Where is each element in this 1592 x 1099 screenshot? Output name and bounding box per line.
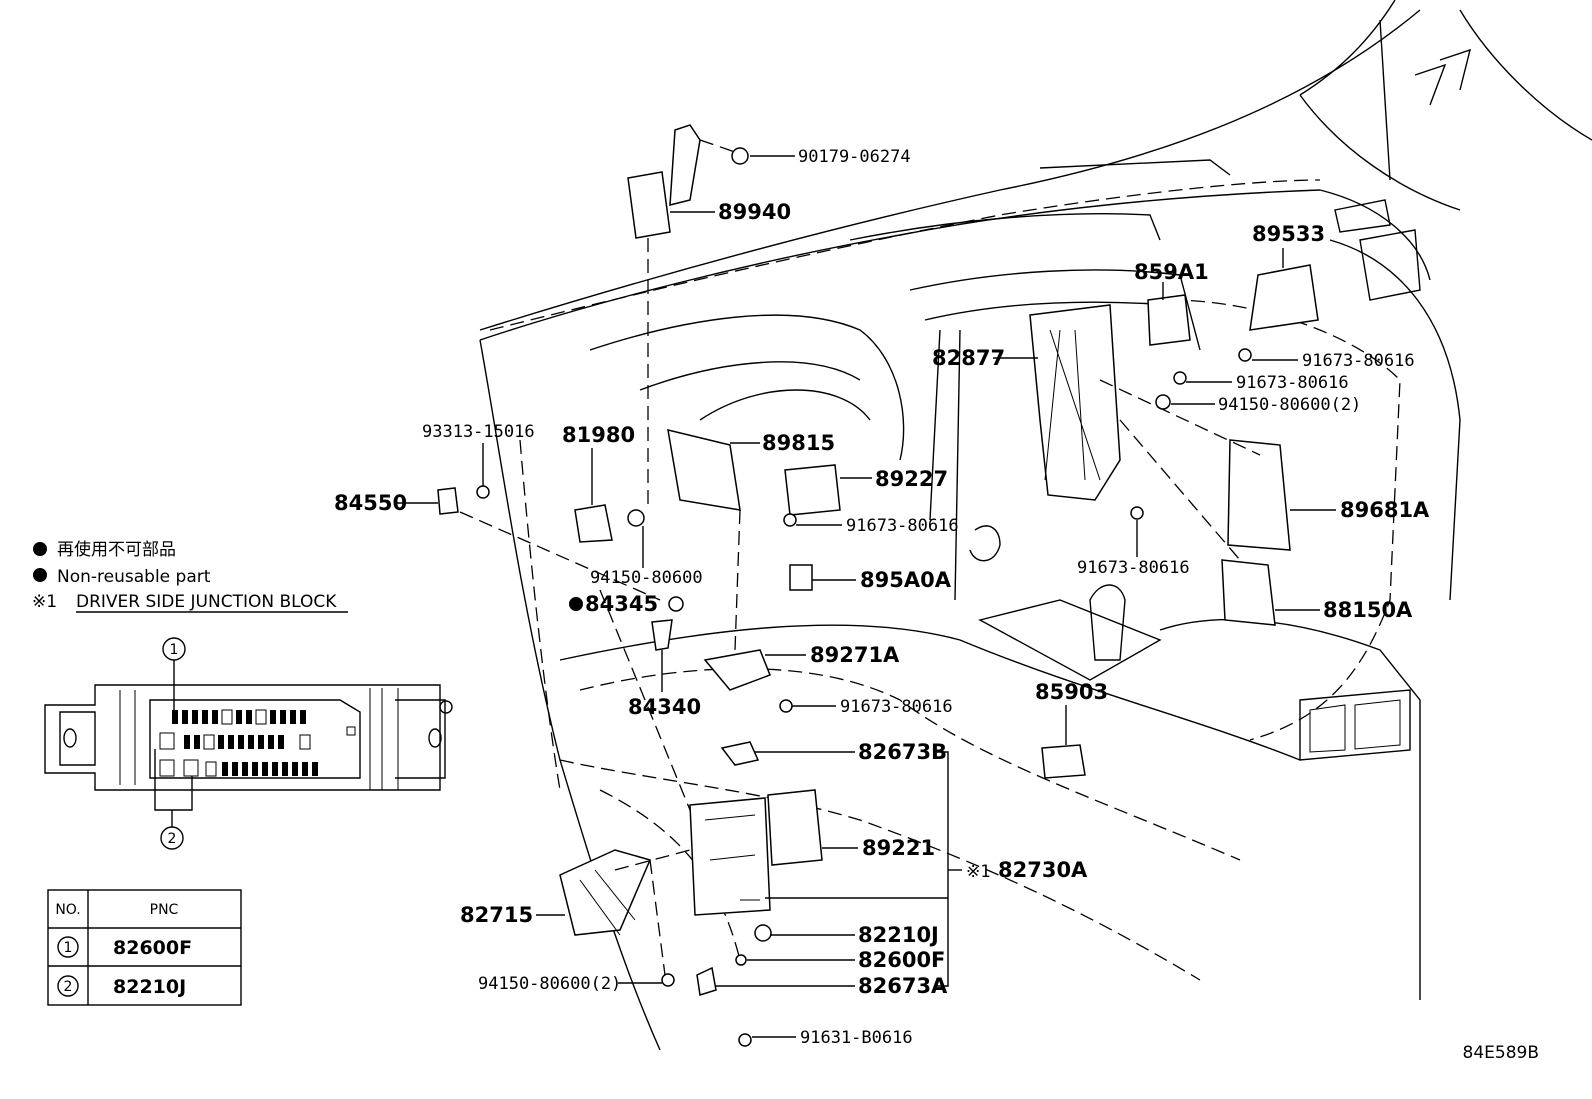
legend-note-text: DRIVER SIDE JUNCTION BLOCK bbox=[76, 592, 337, 612]
legend-note-mark: ※1 bbox=[32, 592, 57, 612]
pnc-row-2-no: 2 bbox=[64, 979, 73, 995]
label-82673A: 82673A bbox=[858, 974, 948, 998]
parts bbox=[437, 124, 1319, 1047]
part-91631-B0616 bbox=[738, 1033, 752, 1047]
label-91673-80616-c: 91673-80616 bbox=[846, 516, 959, 536]
pnc-header-pnc: PNC bbox=[150, 902, 179, 918]
legend-dot-jp bbox=[33, 542, 47, 556]
label-895A0A: 895A0A bbox=[860, 568, 952, 592]
part-85903 bbox=[1041, 744, 1086, 779]
part-89227 bbox=[784, 464, 841, 516]
part-89940 bbox=[627, 171, 671, 239]
part-88150A bbox=[1221, 559, 1276, 626]
label-89227: 89227 bbox=[875, 467, 948, 491]
label-82210J: 82210J bbox=[858, 923, 939, 947]
label-94150-80600: 94150-80600 bbox=[590, 568, 703, 588]
label-84345: 84345 bbox=[585, 592, 658, 616]
part-82715 bbox=[559, 849, 652, 936]
label-81980: 81980 bbox=[562, 423, 635, 447]
part-81980 bbox=[574, 504, 613, 543]
label-88150A: 88150A bbox=[1323, 598, 1413, 622]
pnc-table: NO. PNC 1 82600F 2 82210J bbox=[47, 889, 242, 1006]
part-82877 bbox=[1029, 304, 1121, 501]
part-89271A bbox=[703, 649, 771, 691]
part-859A1 bbox=[1147, 294, 1191, 346]
label-94150-80600-2-a: 94150-80600(2) bbox=[1218, 395, 1361, 415]
label-89681A: 89681A bbox=[1340, 498, 1430, 522]
pnc-row-2-pnc: 82210J bbox=[113, 976, 186, 998]
part-895A0A bbox=[789, 564, 813, 591]
part-94150-80600 bbox=[627, 509, 645, 527]
pnc-header-no: NO. bbox=[55, 902, 80, 918]
part-94150-80600-2-b bbox=[661, 973, 675, 987]
part-90179-06274 bbox=[731, 147, 749, 165]
fuse-row-3 bbox=[159, 759, 318, 777]
part-89533 bbox=[1249, 264, 1319, 331]
figure-id: 84E589B bbox=[1463, 1043, 1539, 1063]
part-82730A-junction-block bbox=[689, 797, 771, 916]
label-859A1: 859A1 bbox=[1134, 260, 1209, 284]
junction-circle-1-number: 1 bbox=[170, 642, 179, 658]
fuse-row-2 bbox=[159, 726, 356, 750]
label-90179-06274: 90179-06274 bbox=[798, 147, 911, 167]
label-82730A: 82730A bbox=[998, 858, 1088, 882]
label-94150-80600-2-b: 94150-80600(2) bbox=[478, 974, 621, 994]
part-89681A bbox=[1227, 439, 1291, 551]
legend-dot-en bbox=[33, 568, 47, 582]
label-91673-80616-e: 91673-80616 bbox=[840, 697, 953, 717]
label-84550: 84550 bbox=[334, 491, 407, 515]
part-84550 bbox=[437, 487, 459, 515]
junction-block-detail: 1 2 bbox=[44, 637, 453, 850]
label-91673-80616-b: 91673-80616 bbox=[1236, 373, 1349, 393]
label-82600F: 82600F bbox=[858, 948, 945, 972]
part-82673A bbox=[696, 966, 717, 996]
label-84340: 84340 bbox=[628, 695, 701, 719]
label-85903: 85903 bbox=[1035, 680, 1108, 704]
label-89271A: 89271A bbox=[810, 643, 900, 667]
legend-non-reusable-jp: 再使用不可部品 bbox=[57, 539, 176, 560]
label-82730A-mark: ※1 bbox=[966, 862, 990, 882]
label-91673-80616-a: 91673-80616 bbox=[1302, 351, 1415, 371]
part-82673B bbox=[720, 741, 760, 766]
pnc-row-1-pnc: 82600F bbox=[113, 937, 192, 959]
fuse-row-1 bbox=[172, 709, 306, 725]
part-82210J bbox=[754, 924, 772, 942]
part-89940-bracket bbox=[669, 124, 701, 206]
label-89940: 89940 bbox=[718, 200, 791, 224]
legend: 再使用不可部品 Non-reusable part ※1 DRIVER SIDE… bbox=[32, 539, 348, 613]
label-93313-15016: 93313-15016 bbox=[422, 422, 535, 442]
label-91673-80616-d: 91673-80616 bbox=[1077, 558, 1190, 578]
label-89815: 89815 bbox=[762, 431, 835, 455]
part-89221 bbox=[767, 789, 823, 866]
callout-labels: 90179-06274 89940 89533 859A1 82877 9167… bbox=[334, 147, 1430, 1048]
part-84345 bbox=[668, 596, 684, 612]
part-89815 bbox=[667, 429, 741, 511]
label-82877: 82877 bbox=[932, 346, 1005, 370]
label-82673B: 82673B bbox=[858, 740, 947, 764]
leader-lines bbox=[396, 139, 1336, 1038]
label-91631-B0616: 91631-B0616 bbox=[800, 1028, 913, 1048]
pnc-row-1-no: 1 bbox=[64, 940, 73, 956]
non-reusable-dot-84345 bbox=[569, 597, 583, 611]
legend-non-reusable-en: Non-reusable part bbox=[57, 567, 211, 587]
dashboard-outline bbox=[479, 0, 1592, 1051]
label-89533: 89533 bbox=[1252, 222, 1325, 246]
label-82715: 82715 bbox=[460, 903, 533, 927]
part-82600F bbox=[735, 954, 747, 966]
label-89221: 89221 bbox=[862, 836, 935, 860]
part-84340 bbox=[651, 619, 673, 651]
part-93313-15016 bbox=[476, 485, 490, 499]
junction-circle-2-number: 2 bbox=[168, 831, 177, 847]
